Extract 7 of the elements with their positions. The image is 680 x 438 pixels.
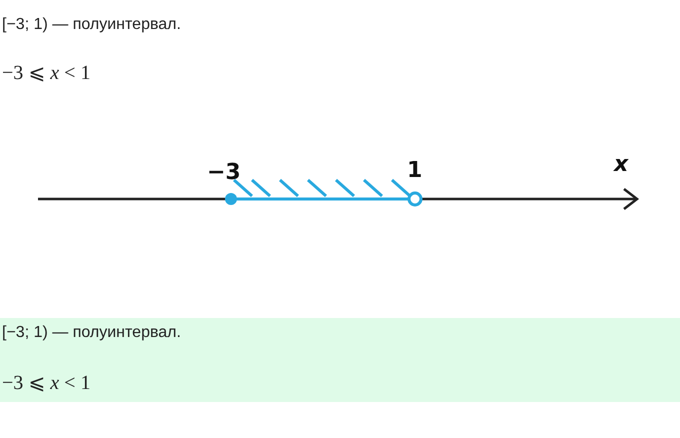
inequality: −3 ⩽ x < 1: [2, 61, 90, 85]
axis-label: x: [614, 152, 628, 177]
point-label: 1: [407, 158, 422, 183]
point-label: −3: [207, 160, 241, 185]
interval-notation: [−3; 1) — полуинтервал.: [2, 16, 181, 34]
inequality: −3 ⩽ x < 1: [2, 371, 90, 395]
interval-notation: [−3; 1) — полуинтервал.: [2, 324, 181, 342]
